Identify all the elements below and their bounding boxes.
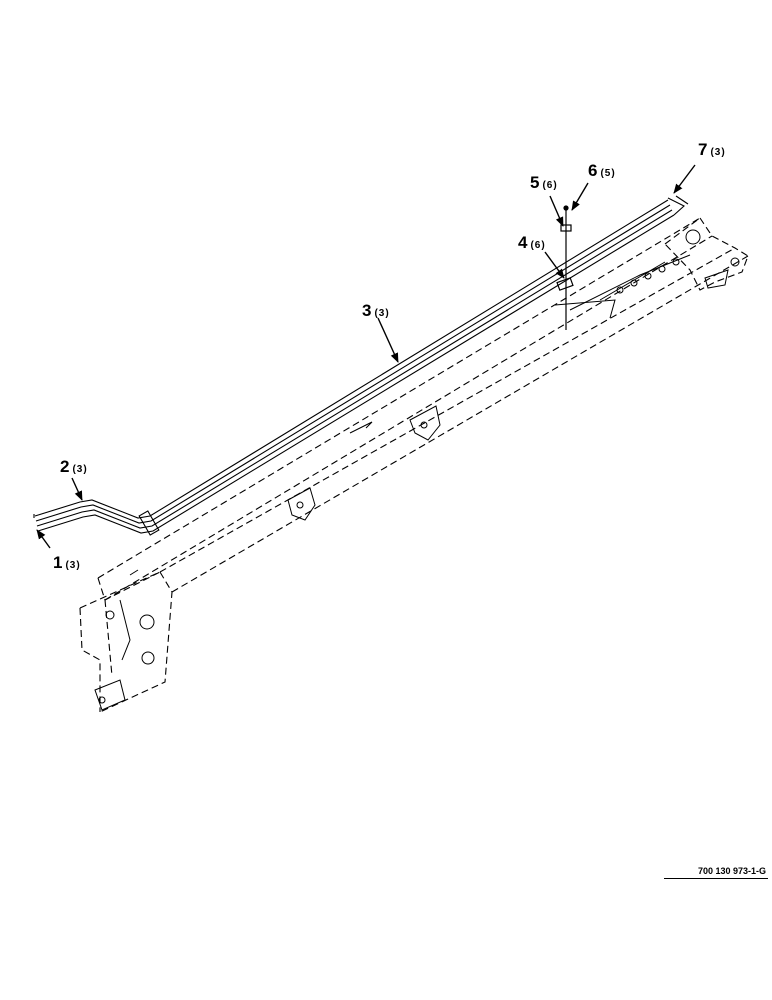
leader-4 [544,251,565,279]
leader-3 [377,317,399,363]
callout-2: 2(3) [60,457,88,476]
leader-7 [673,164,696,194]
leader-2 [71,477,83,501]
leader-1 [36,529,51,549]
frame-phantom-outline [79,217,749,713]
clamp-hardware [556,205,574,330]
leader-arrows [36,164,696,549]
document-number: 700 130 973-1-G [697,866,766,876]
callout-6: 6(5) [588,161,616,180]
callout-7: 7(3) [698,140,726,159]
callout-5: 5(6) [530,173,558,192]
leader-5 [549,195,564,227]
frame-details [94,229,740,711]
callout-4: 4(6) [518,233,546,252]
document-number-rule [664,878,768,879]
hydraulic-lines [33,195,689,536]
leader-6 [571,182,589,211]
callout-1: 1(3) [53,553,81,572]
callout-3: 3(3) [362,301,390,320]
